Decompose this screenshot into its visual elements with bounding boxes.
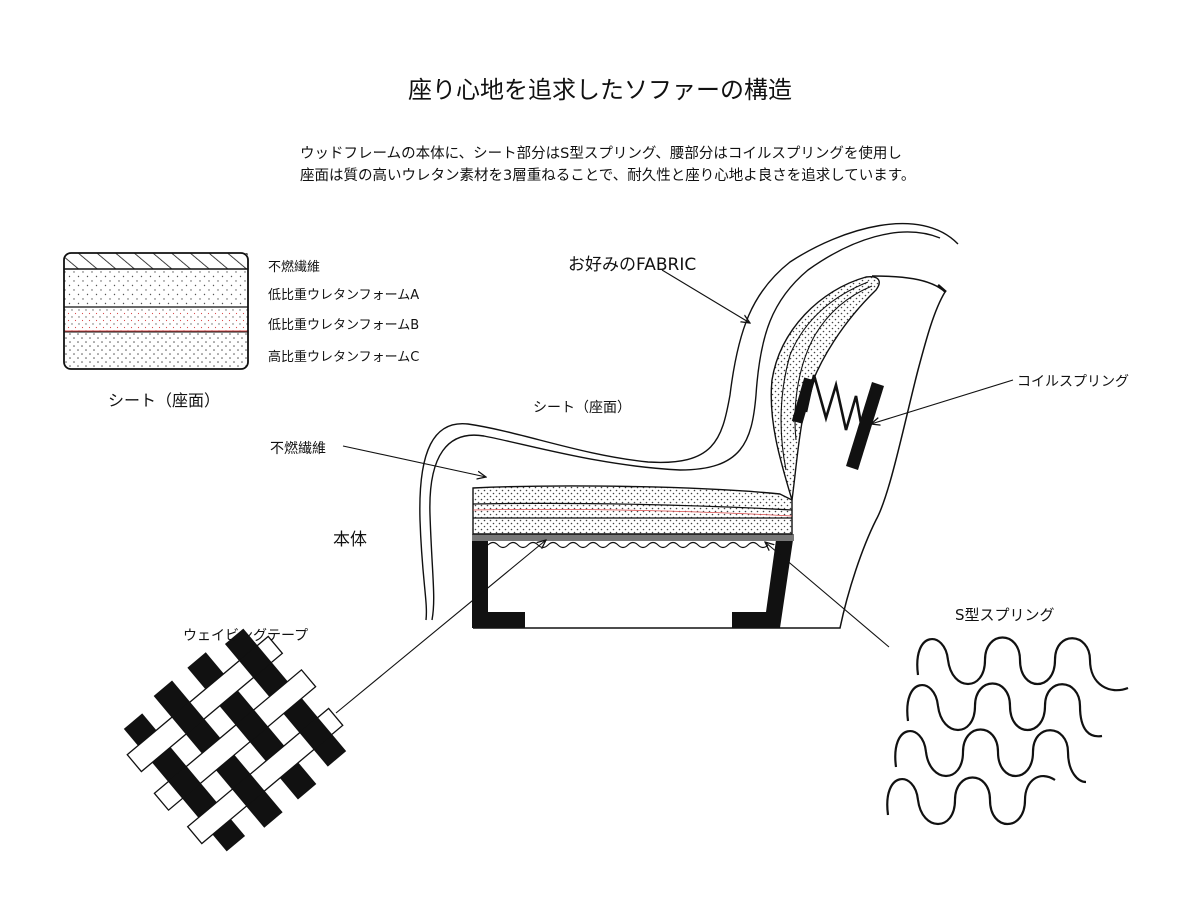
label-fiber: 不燃繊維 [270, 441, 326, 457]
legend-label-foam-a: 低比重ウレタンフォームA [268, 288, 420, 303]
legend-layer-foam-a [64, 269, 248, 307]
label-seat: シート（座面） [533, 400, 631, 416]
page-title: 座り心地を追求したソファーの構造 [408, 76, 792, 104]
label-webbing-tape: ウェイビングテープ [183, 628, 309, 644]
legend-layer-foam-c [64, 331, 248, 369]
s-spring-leader [765, 542, 890, 648]
legend-label-foam-b: 低比重ウレタンフォームB [268, 318, 420, 333]
webbing-leader [335, 540, 546, 714]
coil-spring [791, 374, 884, 470]
fabric-cover-line [419, 222, 959, 621]
fabric-leader [661, 269, 750, 323]
label-coil-spring: コイルスプリング [1017, 374, 1129, 390]
legend-caption: シート（座面） [108, 391, 221, 410]
seat-base-board [472, 534, 794, 541]
seat-layers-legend [63, 252, 249, 370]
seat-s-spring-wave [487, 541, 769, 549]
description-line-1: ウッドフレームの本体に、シート部分はS型スプリング、腰部分はコイルスプリングを使… [300, 146, 902, 162]
wood-frame-back [732, 540, 793, 628]
legend-layer-foam-b [64, 307, 248, 331]
webbing-tape-illustration [123, 628, 347, 852]
sofa-body-outline [473, 275, 946, 629]
fabric-cover-inner-line [429, 231, 941, 621]
label-s-spring: S型スプリング [955, 606, 1055, 624]
legend-label-foam-c: 高比重ウレタンフォームC [268, 350, 420, 365]
back-cushion [770, 275, 880, 501]
description-line-2: 座面は質の高いウレタン素材を3層重ねることで、耐久性と座り心地よ良さを追求してい… [300, 168, 916, 184]
label-fabric: お好みのFABRIC [568, 255, 697, 275]
coil-spring-leader [871, 379, 1014, 424]
fiber-leader [342, 445, 486, 477]
label-body: 本体 [333, 530, 367, 550]
legend-layer-fiber [64, 253, 248, 269]
wood-frame-front [472, 540, 525, 628]
legend-label-fiber: 不燃繊維 [268, 260, 321, 275]
legend-frame [63, 252, 249, 370]
s-spring-illustration [886, 636, 1129, 826]
